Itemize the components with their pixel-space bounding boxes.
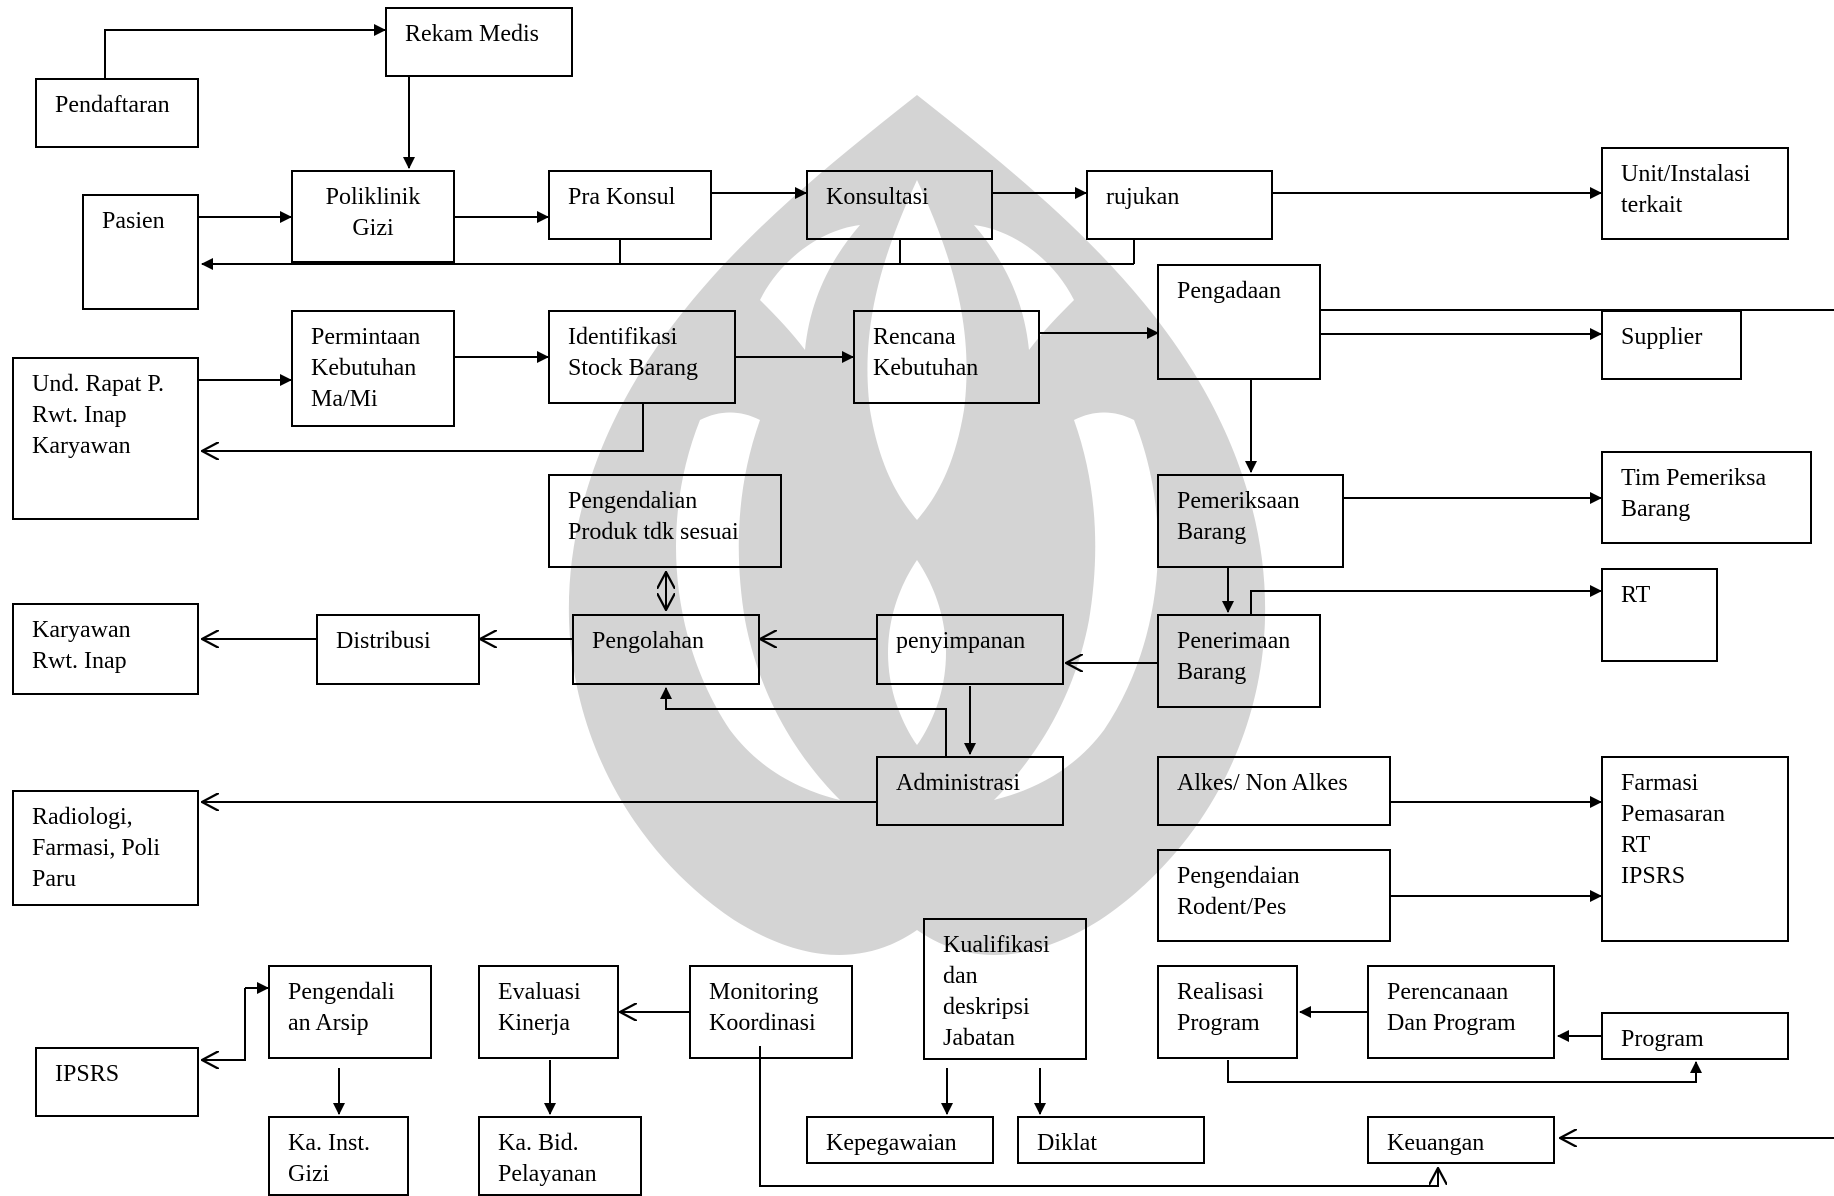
node-konsultasi: Konsultasi [806,170,993,240]
node-label: Pra Konsul [568,184,676,210]
node-label: Administrasi [896,770,1020,796]
node-und-rapat: Und. Rapat P. Rwt. Inap Karyawan [12,357,199,520]
node-ka-inst-gizi: Ka. Inst. Gizi [268,1116,409,1196]
node-kepegawaian: Kepegawaian [806,1116,994,1164]
node-unit-instalasi: Unit/Instalasi terkait [1601,147,1789,240]
node-farmasi-group: Farmasi Pemasaran RT IPSRS [1601,756,1789,942]
node-identifikasi: Identifikasi Stock Barang [548,310,736,404]
node-rekam-medis: Rekam Medis [385,7,573,77]
node-label: Pengendaian Rodent/Pes [1177,863,1300,920]
node-ka-bid-pelayanan: Ka. Bid. Pelayanan [478,1116,642,1196]
node-distribusi: Distribusi [316,614,480,685]
node-label: Program [1621,1026,1704,1052]
node-label: Pengadaan [1177,278,1281,304]
edge-arsip-ipsrs [202,988,246,1060]
edge-penerimaan-rt [1250,585,1602,614]
node-diklat: Diklat [1017,1116,1205,1164]
node-label: Und. Rapat P. Rwt. Inap Karyawan [32,371,164,459]
node-label: Keuangan [1387,1130,1485,1156]
node-penyimpanan: penyimpanan [876,614,1064,685]
node-label: Alkes/ Non Alkes [1177,770,1348,796]
node-evaluasi: Evaluasi Kinerja [478,965,619,1059]
node-pra-konsul: Pra Konsul [548,170,712,240]
node-label: Konsultasi [826,184,929,210]
node-label: Pendaftaran [55,92,170,118]
node-label: Kualifikasi dan deskripsi Jabatan [943,932,1050,1051]
node-label: Perencanaan Dan Program [1387,979,1516,1036]
node-label: rujukan [1106,184,1180,210]
node-penerimaan: Penerimaan Barang [1157,614,1321,708]
node-label: Rencana Kebutuhan [873,324,979,381]
node-label: Pengendali an Arsip [288,979,395,1036]
node-rencana: Rencana Kebutuhan [853,310,1040,404]
node-alkes: Alkes/ Non Alkes [1157,756,1391,826]
node-radiologi: Radiologi, Farmasi, Poli Paru [12,790,199,906]
node-pengolahan: Pengolahan [572,614,760,685]
node-pengadaan: Pengadaan [1157,264,1321,380]
node-label: Supplier [1621,324,1703,350]
node-label: Ka. Inst. Gizi [288,1130,370,1187]
node-label: Identifikasi Stock Barang [568,324,698,381]
node-label: Unit/Instalasi terkait [1621,161,1751,218]
node-tim-pemeriksa: Tim Pemeriksa Barang [1601,451,1812,544]
node-pendaftaran: Pendaftaran [35,78,199,148]
node-label: Realisasi Program [1177,979,1264,1036]
node-label: Diklat [1037,1130,1097,1156]
node-kualifikasi: Kualifikasi dan deskripsi Jabatan [923,918,1087,1060]
node-poliklinik-gizi: Poliklinik Gizi [291,170,455,263]
node-label: Kepegawaian [826,1130,957,1156]
node-label: Pasien [102,208,165,234]
node-label: Karyawan Rwt. Inap [32,617,131,674]
node-pengendalian-produk: Pengendalian Produk tdk sesuai [548,474,782,568]
node-supplier: Supplier [1601,310,1742,380]
node-pemeriksaan: Pemeriksaan Barang [1157,474,1344,568]
node-label: RT [1621,582,1651,608]
node-program: Program [1601,1012,1789,1060]
node-label: Radiologi, Farmasi, Poli Paru [32,804,161,892]
node-label: Poliklinik Gizi [325,184,421,241]
node-label: IPSRS [55,1061,120,1087]
node-pengendali-arsip: Pengendali an Arsip [268,965,432,1059]
edge-administrasi-pengolahan [660,687,947,756]
node-rt: RT [1601,568,1718,662]
node-ipsrs: IPSRS [35,1047,199,1117]
node-keuangan: Keuangan [1367,1116,1555,1164]
edge-pendaftaran-rekam-medis [104,24,386,78]
node-realisasi: Realisasi Program [1157,965,1298,1059]
node-label: Ka. Bid. Pelayanan [498,1130,597,1187]
edge-realisasi-program [1227,1060,1702,1083]
node-label: Rekam Medis [405,21,539,47]
node-administrasi: Administrasi [876,756,1064,826]
node-label: Permintaan Kebutuhan Ma/Mi [311,324,421,412]
node-pasien: Pasien [82,194,199,310]
node-label: Pemeriksaan Barang [1177,488,1300,545]
node-pengendaian-rodent: Pengendaian Rodent/Pes [1157,849,1391,942]
node-label: penyimpanan [896,628,1026,654]
node-label: Pengolahan [592,628,704,654]
node-rujukan: rujukan [1086,170,1273,240]
node-label: Penerimaan Barang [1177,628,1291,685]
node-label: Distribusi [336,628,431,654]
node-label: Monitoring Koordinasi [709,979,819,1036]
node-perencanaan: Perencanaan Dan Program [1367,965,1555,1059]
node-label: Farmasi Pemasaran RT IPSRS [1621,770,1725,889]
node-label: Pengendalian Produk tdk sesuai [568,488,739,545]
node-karyawan: Karyawan Rwt. Inap [12,603,199,695]
node-label: Tim Pemeriksa Barang [1621,465,1767,522]
node-permintaan: Permintaan Kebutuhan Ma/Mi [291,310,455,427]
node-monitoring: Monitoring Koordinasi [689,965,853,1059]
node-label: Evaluasi Kinerja [498,979,581,1036]
